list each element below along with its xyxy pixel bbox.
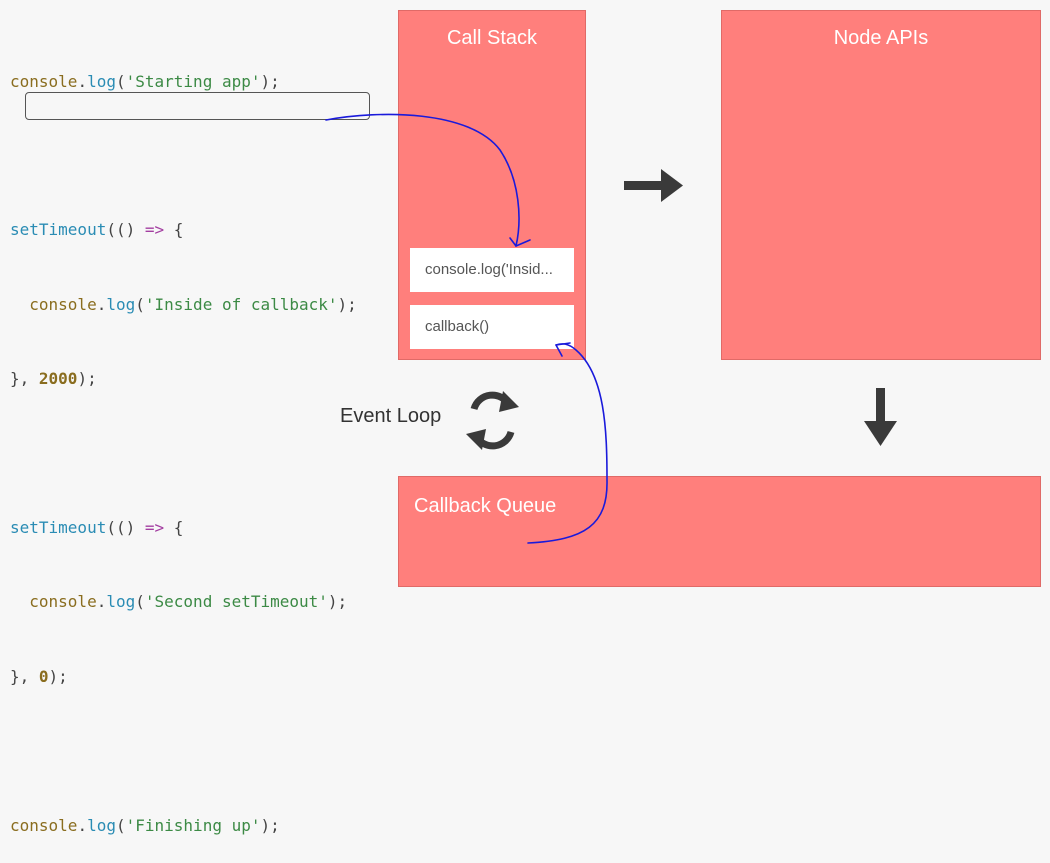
code-line-3: setTimeout(() => { — [10, 220, 184, 240]
event-loop-label: Event Loop — [340, 405, 442, 427]
down-arrow-icon — [864, 388, 897, 446]
diagram-overlay — [325, 113, 897, 544]
code-line-5: }, 2000); — [10, 369, 97, 389]
code-highlight-box — [25, 92, 370, 120]
annotation-arrow-from-queue — [527, 342, 608, 544]
code-line-11: console.log('Finishing up'); — [10, 815, 280, 835]
node-apis-title: Node APIs — [833, 27, 929, 49]
node-apis-panel: Node APIs — [721, 10, 1041, 360]
call-stack-frame: callback() — [410, 305, 574, 349]
code-line-7: setTimeout(() => { — [10, 517, 184, 537]
refresh-arrowheads — [466, 391, 519, 450]
call-stack-panel: Call Stack console.log('Insid... callbac… — [398, 10, 586, 360]
call-stack-title: Call Stack — [446, 27, 538, 49]
call-stack-frame: console.log('Insid... — [410, 248, 574, 292]
callback-queue-title: Callback Queue — [414, 495, 557, 517]
annotation-arrow-to-stack — [325, 113, 531, 247]
code-line-4: console.log('Inside of callback'); — [29, 294, 357, 314]
code-line-1: console.log('Starting app'); — [10, 71, 280, 91]
right-arrow-icon — [624, 169, 683, 202]
callback-queue-panel: Callback Queue — [398, 476, 1041, 587]
code-line-9: }, 0); — [10, 666, 68, 686]
code-line-blank — [10, 739, 357, 764]
